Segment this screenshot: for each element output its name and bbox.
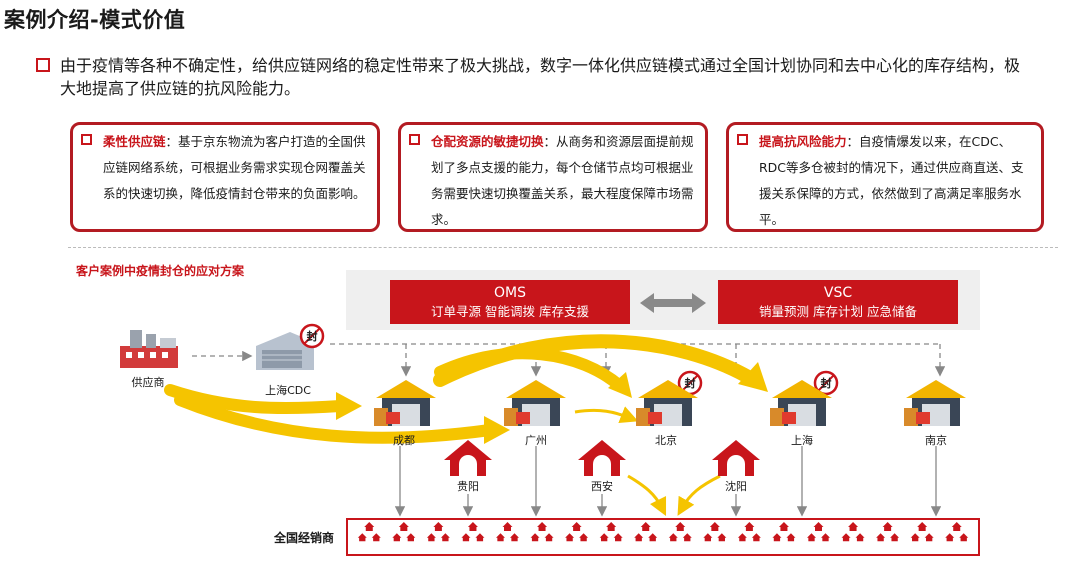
card-heading: 柔性供应链 — [103, 134, 166, 149]
sync-double-arrow — [640, 293, 706, 313]
closed-sign-text: 封 — [307, 329, 318, 343]
dealer-house-icon — [357, 522, 381, 542]
bullet-icon — [81, 134, 92, 145]
dealer-house-icon — [945, 522, 969, 542]
dealer-house-icon — [910, 522, 934, 542]
closed-sign-text: 封 — [821, 376, 832, 390]
dealer-house-icon — [461, 522, 485, 542]
cdc-warehouse-icon — [256, 332, 314, 370]
yellow-flow-arrows — [164, 334, 768, 517]
hub-house-icon — [444, 440, 492, 476]
system-functions: 销量预测 库存计划 应急储备 — [759, 304, 917, 319]
cdc-label: 上海CDC — [265, 384, 311, 397]
section-divider — [68, 247, 1058, 248]
dealer-house-icon — [841, 522, 865, 542]
dealer-house-icon — [496, 522, 519, 542]
system-functions: 订单寻源 智能调拨 库存支援 — [431, 304, 589, 319]
warehouse-icon — [636, 380, 698, 426]
card-agile-switching: 仓配资源的敏捷切换：从商务和资源层面提前规划了多点支援的能力，每个仓储节点均可根… — [398, 122, 708, 232]
card-body: ：基于京东物流为客户打造的全国供应链网络系统，可根据业务需求实现仓网覆盖关系的快… — [103, 134, 366, 201]
dealer-house-icon — [530, 522, 554, 542]
oms-box: OMS 订单寻源 智能调拨 库存支援 — [390, 280, 630, 324]
card-heading: 提高抗风险能力 — [759, 134, 847, 149]
warehouse-icon — [374, 380, 436, 426]
case-title: 客户案例中疫情封仓的应对方案 — [76, 264, 245, 278]
dealer-house-icon — [703, 522, 727, 542]
hub-house-icon — [712, 440, 760, 476]
card-flexible-supply-chain: 柔性供应链：基于京东物流为客户打造的全国供应链网络系统，可根据业务需求实现仓网覆… — [70, 122, 380, 232]
system-name: VSC — [823, 285, 853, 301]
warehouse-icon — [904, 380, 966, 426]
dealer-house-icon — [634, 522, 658, 542]
warehouse-label: 上海 — [791, 434, 813, 447]
dealer-house-icon — [426, 522, 450, 542]
bullet-icon — [36, 58, 50, 72]
warehouse-icon — [770, 380, 832, 426]
hub-label: 沈阳 — [725, 480, 747, 493]
card-body: ：从商务和资源层面提前规划了多点支援的能力，每个仓储节点均可根据业务需要快速切换… — [431, 134, 694, 227]
bullet-icon — [409, 134, 420, 145]
bullet-icon — [737, 134, 748, 145]
card-risk-resistance: 提高抗风险能力：自疫情爆发以来，在CDC、RDC等多仓被封的情况下，通过供应商直… — [726, 122, 1044, 232]
dealer-icons — [357, 522, 969, 542]
hub-label: 贵阳 — [457, 480, 479, 493]
dealer-house-icon — [807, 522, 830, 542]
closed-sign-text: 封 — [685, 376, 696, 390]
warehouse-label: 广州 — [525, 434, 547, 447]
dealer-house-icon — [392, 522, 416, 542]
factory-icon — [120, 330, 178, 368]
vsc-box: VSC 销量预测 库存计划 应急储备 — [718, 280, 958, 324]
warehouse-label: 南京 — [925, 434, 947, 447]
dealer-house-icon — [668, 522, 692, 542]
warehouse-label: 成都 — [393, 434, 415, 447]
closed-sign-icon — [813, 370, 839, 396]
card-heading: 仓配资源的敏捷切换 — [431, 134, 544, 149]
dealer-house-icon — [876, 522, 900, 542]
dealer-house-icon — [599, 522, 623, 542]
system-name: OMS — [494, 285, 526, 301]
supplier-label: 供应商 — [131, 376, 165, 389]
hub-house-icon — [578, 440, 626, 476]
warehouse-icon — [504, 380, 566, 426]
dealer-box — [346, 518, 980, 556]
warehouse-label: 北京 — [655, 434, 677, 447]
closed-sign-icon — [299, 323, 325, 349]
card-body: ：自疫情爆发以来，在CDC、RDC等多仓被封的情况下，通过供应商直送、支援关系保… — [759, 134, 1024, 227]
closed-sign-icon — [677, 370, 703, 396]
dealer-house-icon — [737, 522, 761, 542]
page-title: 案例介绍-模式价值 — [4, 8, 186, 32]
hub-label: 西安 — [591, 480, 613, 493]
dealer-house-icon — [565, 522, 589, 542]
dealer-label: 全国经销商 — [274, 531, 335, 545]
dealer-house-icon — [772, 522, 796, 542]
intro-text: 由于疫情等各种不确定性，给供应链网络的稳定性带来了极大挑战，数字一体化供应链模式… — [60, 56, 1021, 98]
